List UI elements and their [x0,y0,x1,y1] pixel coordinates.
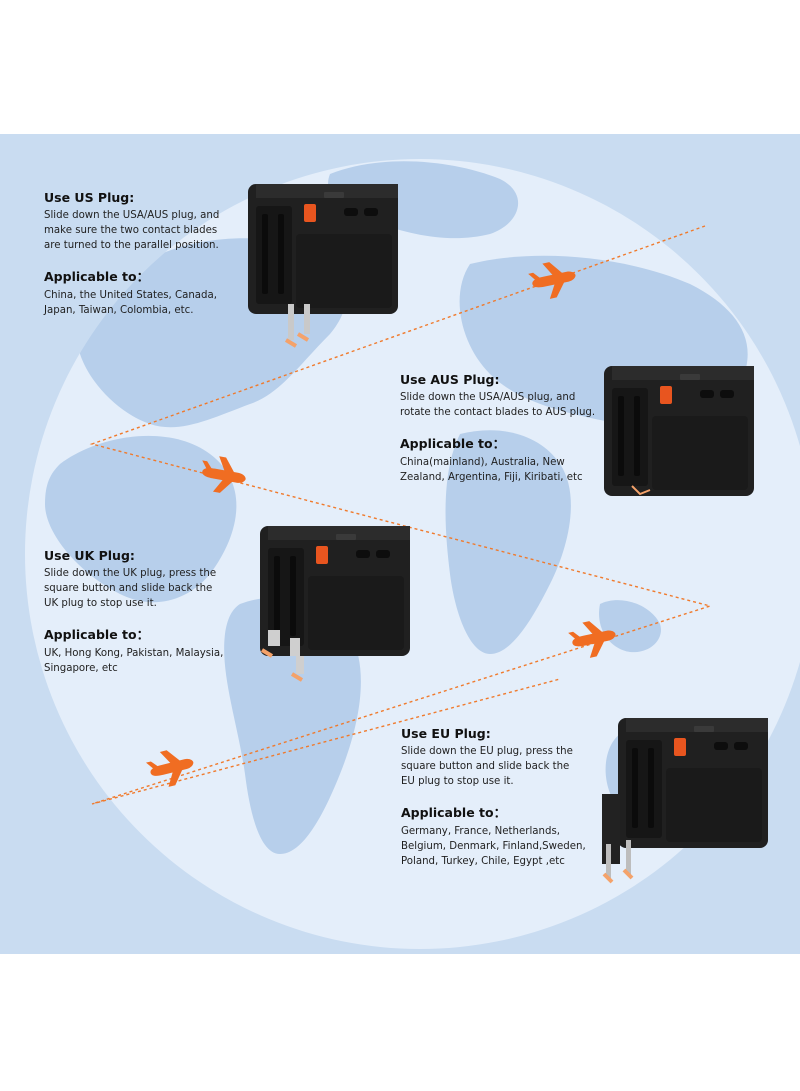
instruction-line: UK plug to stop use it. [44,598,157,609]
instruction-line: make sure the two contact blades [44,225,218,236]
world-map-illustration [25,159,800,949]
eu-plug-section: Use EU Plug: Slide down the EU plug, pre… [401,726,591,869]
country-line: Poland, Turkey, Chile, Egypt ,etc [401,856,565,867]
us-plug-heading: Use US Plug: [44,190,135,205]
uk-plug-instructions: Slide down the UK plug, press the square… [44,566,234,611]
travel-adapter-icon [602,718,768,884]
country-line: Zealand, Argentina, Fiji, Kiribati, etc [400,472,583,483]
flight-route [89,225,713,805]
us-applicable-countries: China, the United States, Canada, Japan,… [44,288,234,318]
country-line: Belgium, Denmark, Finland,Sweden, [401,841,586,852]
country-line: Germany, France, Netherlands, [401,826,560,837]
aus-plug-heading: Use AUS Plug: [400,372,500,387]
instruction-line: Slide down the EU plug, press the [401,746,573,757]
instruction-line: Slide down the USA/AUS plug, and [400,392,576,403]
uk-plug-section: Use UK Plug: Slide down the UK plug, pre… [44,548,234,676]
aus-plug-section: Use AUS Plug: Slide down the USA/AUS plu… [400,372,620,485]
instruction-line: Slide down the USA/AUS plug, and [44,210,220,221]
uk-applicable-heading: Applicable to： [44,627,150,642]
instruction-line: Slide down the UK plug, press the [44,568,217,579]
eu-applicable-heading: Applicable to： [401,805,507,820]
aus-plug-instructions: Slide down the USA/AUS plug, and rotate … [400,390,620,420]
us-applicable-heading: Applicable to： [44,269,150,284]
instruction-line: square button and slide back the [401,761,570,772]
instruction-line: EU plug to stop use it. [401,776,514,787]
eu-plug-instructions: Slide down the EU plug, press the square… [401,744,591,789]
uk-plug-heading: Use UK Plug: [44,548,135,563]
country-line: UK, Hong Kong, Pakistan, Malaysia, [44,648,224,659]
travel-adapter-icon [248,184,398,348]
aus-applicable-heading: Applicable to： [400,436,506,451]
infographic-panel [0,134,800,954]
country-line: Japan, Taiwan, Colombia, etc. [44,305,194,316]
country-line: China, the United States, Canada, [44,290,217,301]
travel-adapter-icon [604,366,754,496]
instruction-line: square button and slide back the [44,583,213,594]
us-plug-instructions: Slide down the USA/AUS plug, and make su… [44,208,234,253]
uk-applicable-countries: UK, Hong Kong, Pakistan, Malaysia, Singa… [44,646,234,676]
travel-adapter-icon [260,526,410,682]
country-line: Singapore, etc [44,663,118,674]
us-plug-section: Use US Plug: Slide down the USA/AUS plug… [44,190,234,318]
eu-applicable-countries: Germany, France, Netherlands, Belgium, D… [401,824,591,869]
instruction-line: rotate the contact blades to AUS plug. [400,407,596,418]
aus-applicable-countries: China(mainland), Australia, New Zealand,… [400,455,620,485]
instruction-line: are turned to the parallel position. [44,240,219,251]
country-line: China(mainland), Australia, New [400,457,565,468]
eu-plug-heading: Use EU Plug: [401,726,491,741]
